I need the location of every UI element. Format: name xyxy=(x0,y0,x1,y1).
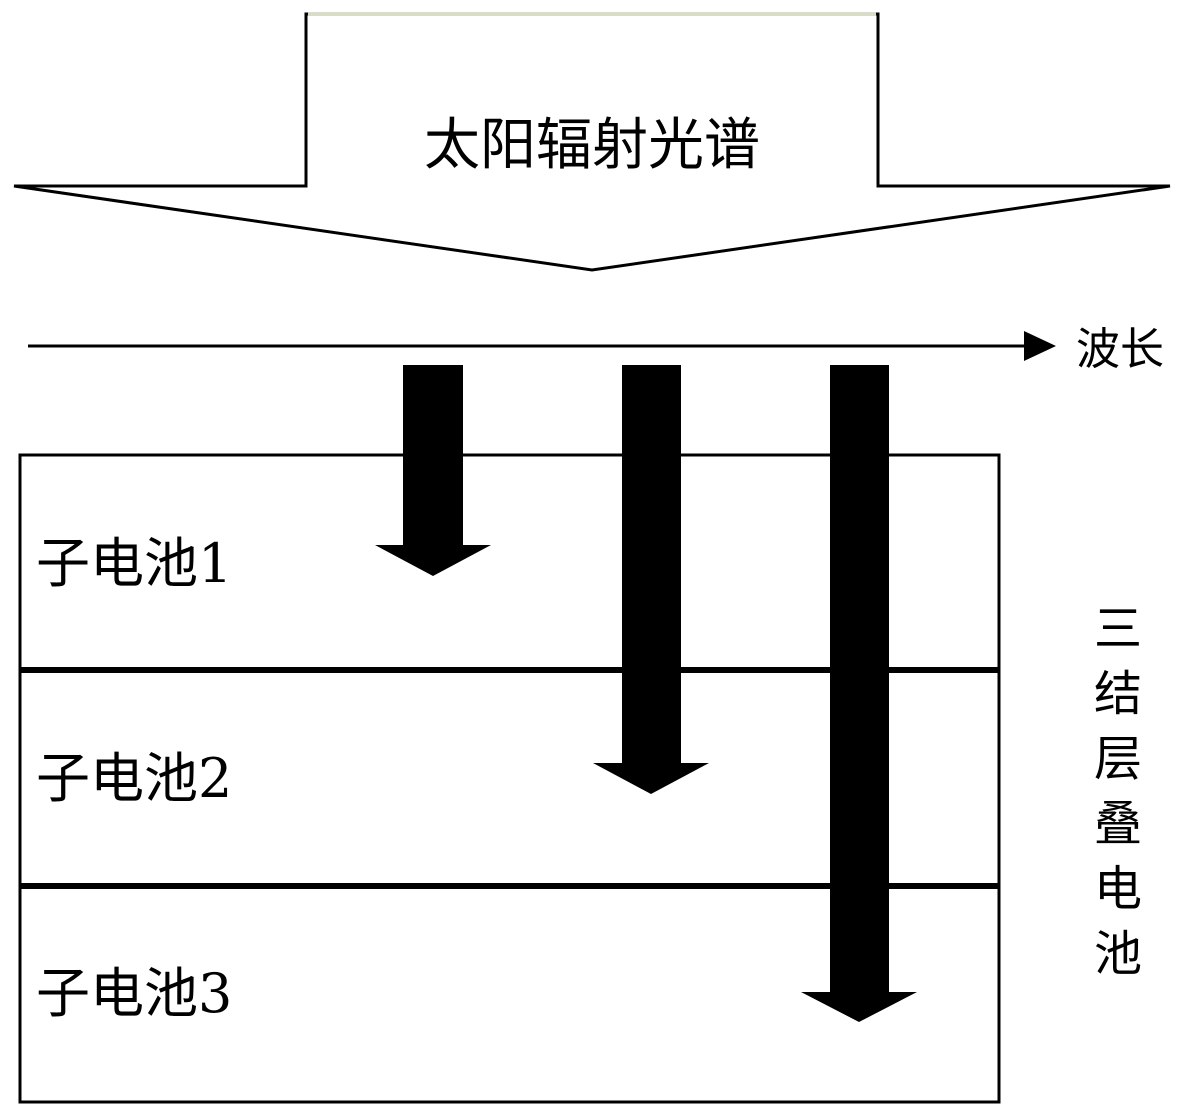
stack-label-char: 电 xyxy=(1094,861,1142,917)
stack-label-char: 叠 xyxy=(1094,796,1142,852)
stack-label: 三 结 层 叠 电 池 xyxy=(1094,601,1142,982)
subcell-2-label: 子电池2 xyxy=(36,747,232,810)
stack-label-char: 层 xyxy=(1094,731,1142,787)
subcell-3-label: 子电池3 xyxy=(36,962,232,1025)
subcell-1-label: 子电池1 xyxy=(36,532,232,595)
solar-spectrum-arrow: 太阳辐射光谱 xyxy=(14,14,1170,270)
stack-label-char: 结 xyxy=(1094,666,1142,722)
stack-label-char: 池 xyxy=(1094,926,1142,982)
wavelength-label: 波长 xyxy=(1076,324,1164,375)
wavelength-axis: 波长 xyxy=(28,324,1164,375)
axis-arrowhead xyxy=(1024,331,1056,361)
stack-label-char: 三 xyxy=(1094,601,1142,657)
spectrum-title: 太阳辐射光谱 xyxy=(424,113,760,178)
